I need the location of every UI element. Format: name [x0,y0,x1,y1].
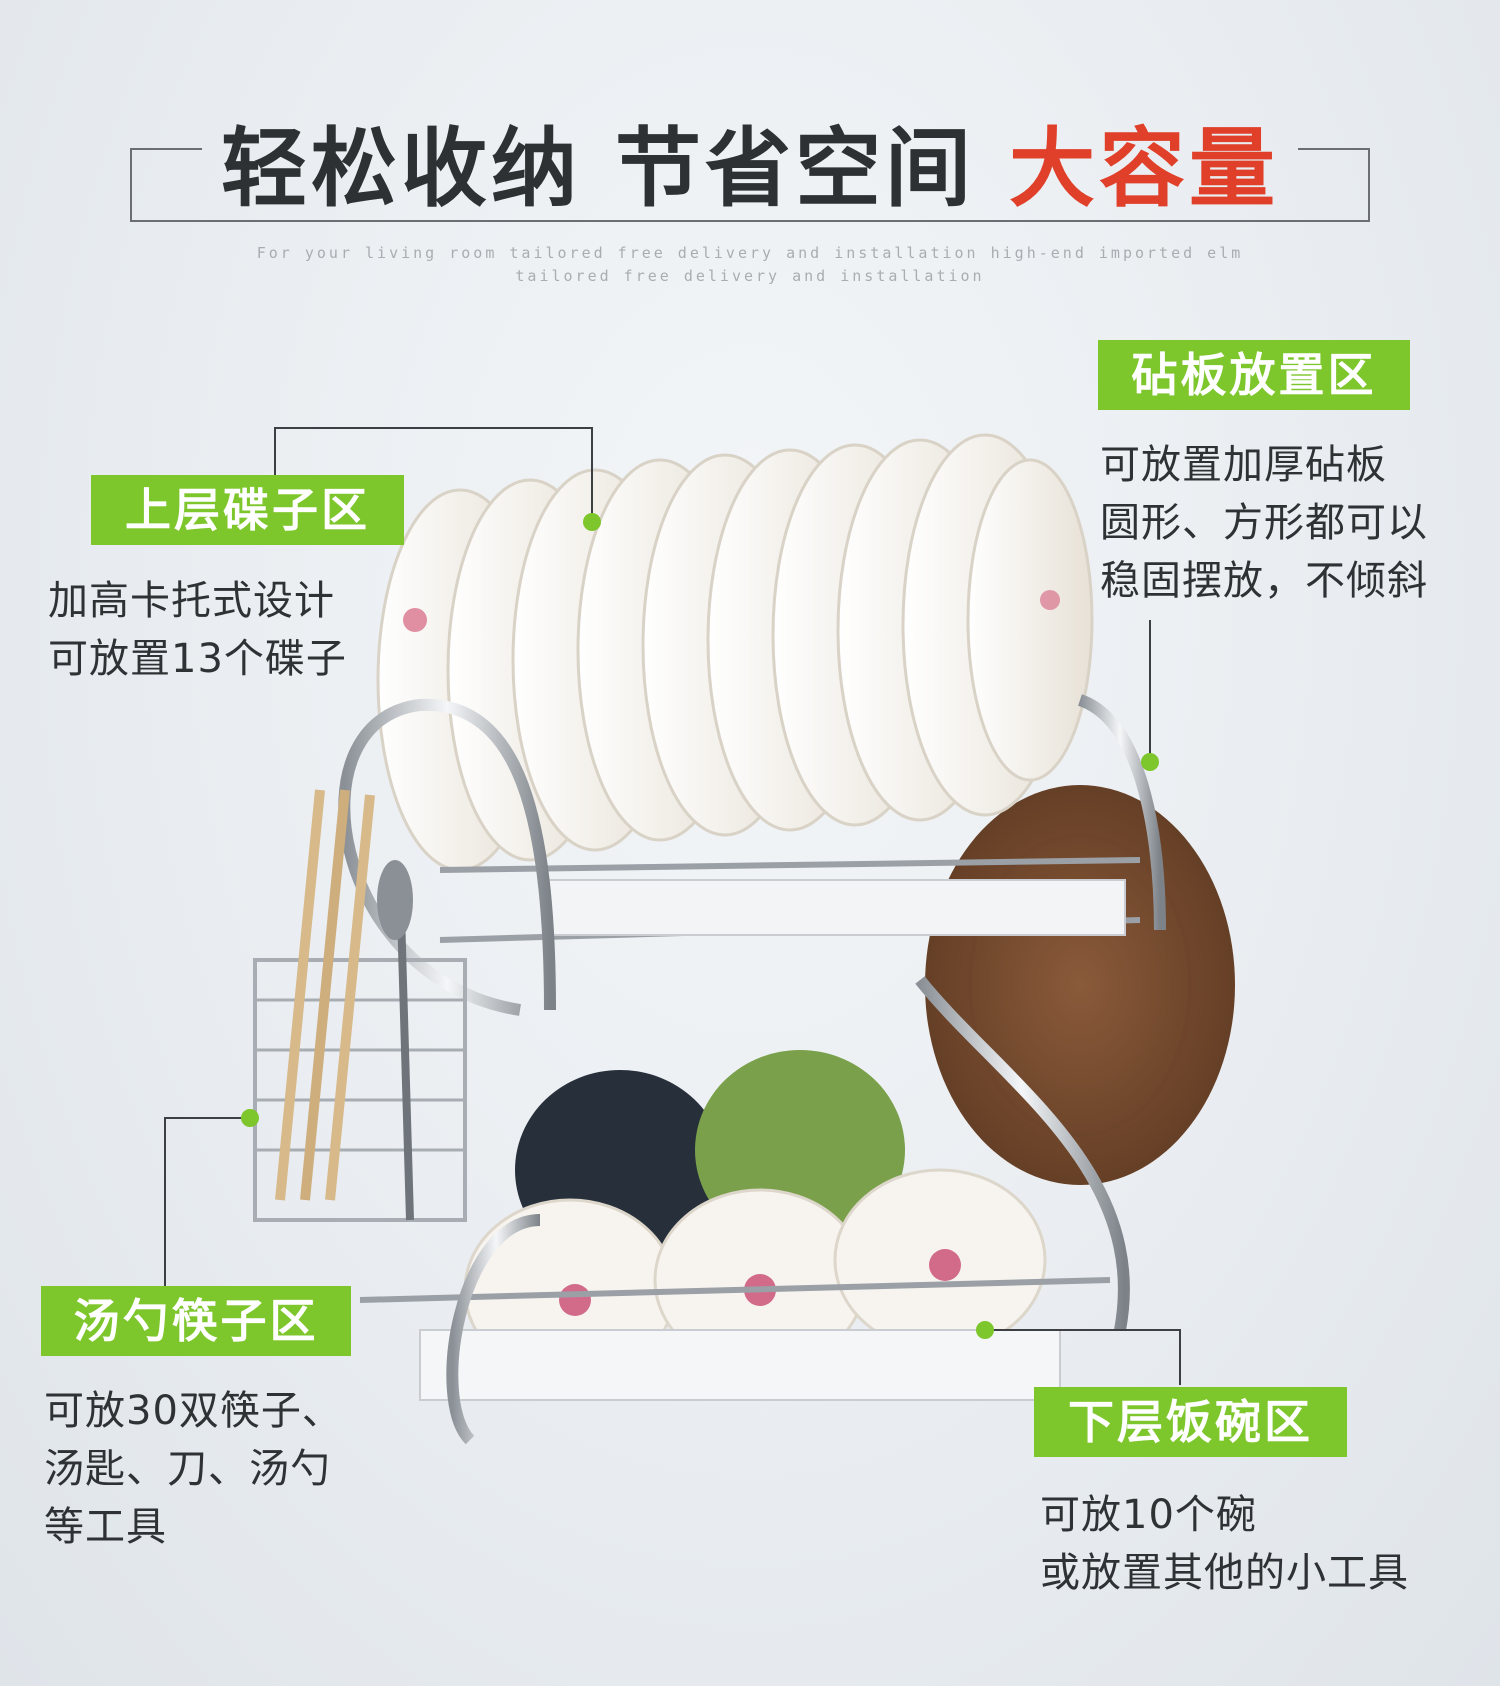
headline-part1: 轻松收纳 节省空间 [221,119,975,219]
desc-board-line-1: 可放置加厚砧板 [1100,442,1387,488]
desc-upper-line-1: 加高卡托式设计 [48,578,335,624]
headline-underline [130,220,1370,222]
desc-upper-line-2: 可放置13个碟子 [48,636,347,682]
headline-section: 轻松收纳 节省空间 大容量 For your living room tailo… [0,0,1500,300]
utensil-basket [253,789,467,1222]
desc-upper-plate-zone: 加高卡托式设计 可放置13个碟子 [48,572,347,688]
desc-utensil-line-2: 汤匙、刀、汤勺 [44,1446,331,1492]
headline-subtitle-line2: tailored free delivery and installation [515,267,985,285]
desc-lower-bowl-zone: 可放10个碗 或放置其他的小工具 [1040,1486,1409,1602]
tag-lower-bowl-zone: 下层饭碗区 [1034,1387,1347,1457]
desc-utensil-line-3: 等工具 [44,1504,167,1550]
lower-shelf [359,976,1130,1445]
tag-upper-plate-zone: 上层碟子区 [91,475,404,545]
desc-board-line-2: 圆形、方形都可以 [1100,500,1428,546]
upper-plates [376,433,1094,872]
desc-utensil-line-1: 可放30双筷子、 [44,1388,343,1434]
headline-bracket-right [1298,148,1370,222]
tag-utensil-zone: 汤勺筷子区 [41,1286,351,1356]
desc-lower-line-1: 可放10个碗 [1040,1492,1257,1538]
tag-cutting-board-zone: 砧板放置区 [1098,340,1410,410]
headline-subtitle-line1: For your living room tailored free deliv… [256,244,1244,262]
desc-board-line-3: 稳固摆放，不倾斜 [1100,558,1428,604]
headline-bracket-left [130,148,202,222]
desc-utensil-zone: 可放30双筷子、 汤匙、刀、汤勺 等工具 [44,1382,343,1556]
callout-leaders [164,427,1181,1385]
desc-cutting-board-zone: 可放置加厚砧板 圆形、方形都可以 稳固摆放，不倾斜 [1100,436,1428,610]
callout-dots [241,513,1159,1339]
headline-title: 轻松收纳 节省空间 大容量 [0,98,1500,223]
desc-lower-line-2: 或放置其他的小工具 [1040,1550,1409,1596]
headline-part2: 大容量 [1008,119,1279,219]
